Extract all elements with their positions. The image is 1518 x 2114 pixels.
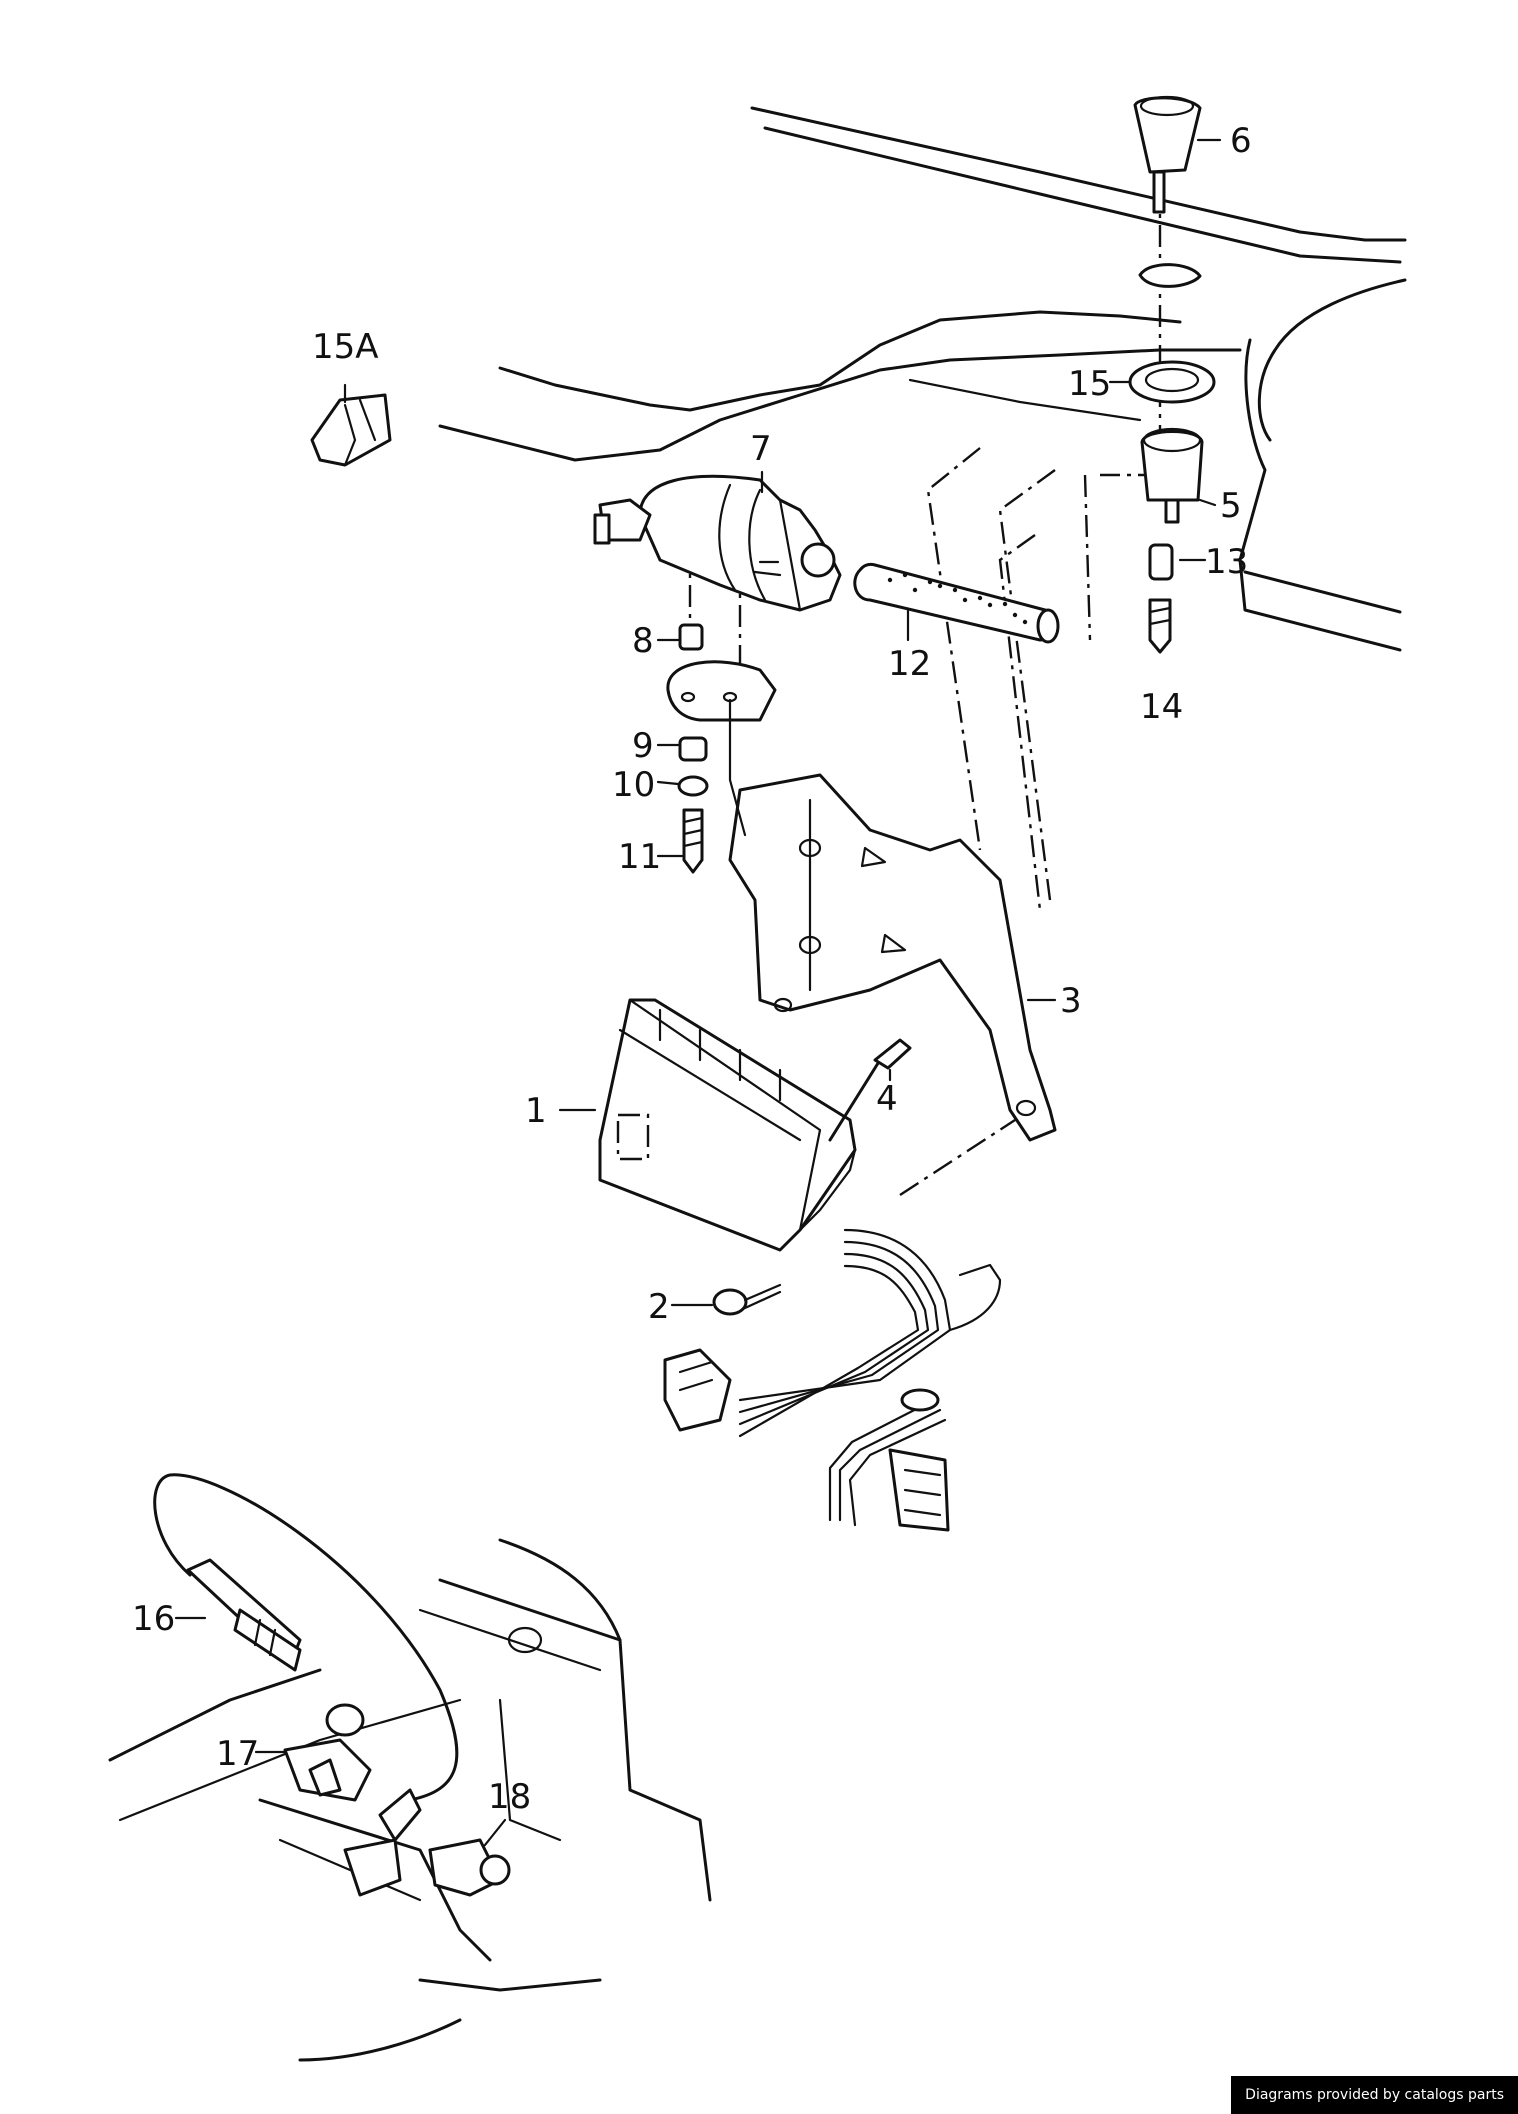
label-part-5: 5 [1220,486,1242,526]
leader-lines [174,138,1222,1847]
label-part-15a: 15A [312,327,379,367]
connector-18 [343,1788,511,1897]
sensor-cable-16 [153,1473,459,1802]
label-part-7: 7 [750,429,772,469]
bracket-17 [283,1703,372,1802]
label-part-3: 3 [1060,981,1082,1021]
control-unit-1 [598,998,857,1252]
label-part-14: 14 [1140,687,1183,727]
label-part-2: 2 [648,1287,670,1327]
label-part-17: 17 [216,1734,259,1774]
footer-credit-badge: Diagrams provided by catalogs parts [1231,2076,1518,2114]
part-6-cap [1133,95,1202,214]
label-part-8: 8 [632,621,654,661]
rivet-4 [828,1038,912,1142]
bracket-3 [728,773,1057,1142]
part-15a-clip [310,393,392,467]
lower-panel [108,1538,712,2062]
label-part-4: 4 [876,1079,898,1119]
part-14-screw [1148,598,1172,654]
label-part-12: 12 [888,644,931,684]
label-part-18: 18 [488,1777,531,1817]
part-grommet-top [1138,263,1202,288]
label-part-13: 13 [1205,542,1248,582]
part-5-holder [1140,427,1204,524]
label-part-6: 6 [1230,121,1252,161]
fastener-stack [666,623,777,874]
part-13-spacer [1148,543,1174,581]
part-labels: 6 15A 15 7 5 13 8 12 14 9 10 11 3 4 1 2 … [132,121,1252,1817]
wiring-harness [663,1228,1002,1532]
label-part-1: 1 [525,1091,547,1131]
tube-dots [887,572,1028,625]
label-part-15: 15 [1068,364,1111,404]
label-part-11: 11 [618,837,661,877]
part-15-ring [1128,360,1216,404]
body-panel-upper [438,106,1407,652]
motor-7 [593,474,842,612]
tube-12 [853,562,1060,644]
screw-2 [712,1283,782,1316]
label-part-10: 10 [612,765,655,805]
label-part-16: 16 [132,1599,175,1639]
label-part-9: 9 [632,726,654,766]
